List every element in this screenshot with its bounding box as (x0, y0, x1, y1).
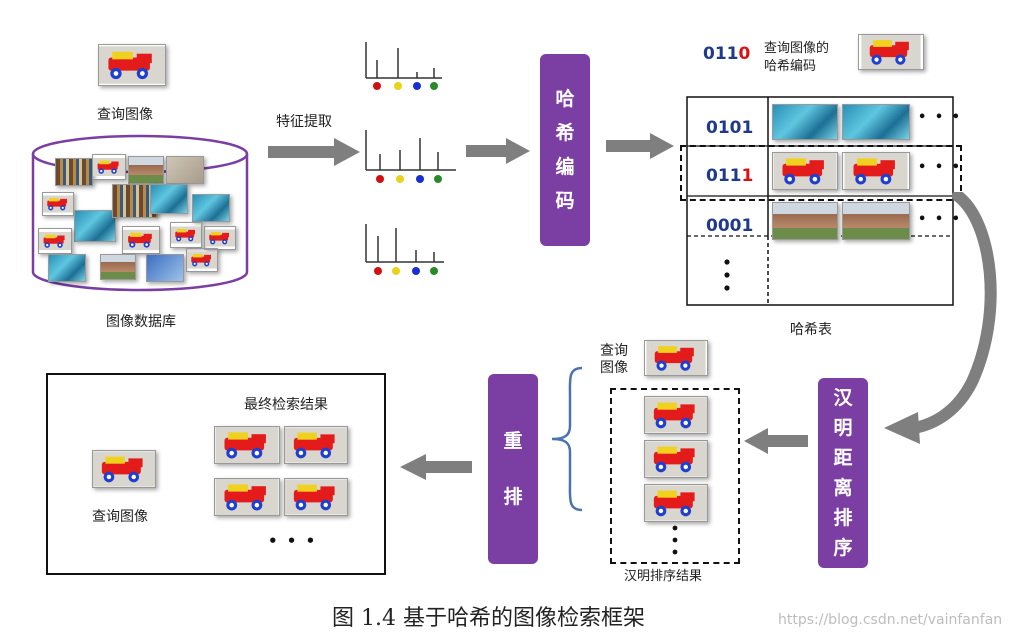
db-image (128, 156, 164, 184)
code-prefix: 0101 (706, 118, 754, 138)
rerank-char: 排 (503, 486, 523, 508)
query-hash-code-label-line2: 哈希编码 (764, 59, 817, 74)
hash-encoding-box: 哈 希 编 码 (540, 54, 590, 246)
hash-encoding-char: 码 (555, 190, 575, 212)
final-result-label: 最终检索结果 (244, 397, 328, 413)
feature-extraction-label: 特征提取 (276, 114, 332, 130)
more-dots: • • • (918, 160, 962, 175)
final-result-image (284, 426, 348, 464)
code-last-bit: 1 (741, 166, 754, 186)
hash-bucket-image (842, 202, 910, 240)
query-image-mid-label: 查询 图像 (600, 343, 628, 377)
hash-bucket-image (772, 202, 838, 240)
figure-caption: 图 1.4 基于哈希的图像检索框架 (332, 606, 645, 631)
hash-encoding-char: 哈 (555, 88, 575, 110)
query-image-thumbnail (92, 450, 156, 488)
hamming-result-label: 汉明排序结果 (624, 569, 703, 584)
hamming-char: 汉 (833, 387, 853, 409)
query-image-result-label: 查询图像 (92, 509, 148, 525)
hamming-char: 序 (833, 537, 853, 559)
more-dots: • • • (268, 532, 318, 550)
db-image (92, 154, 126, 180)
arrow-right-icon (268, 138, 360, 166)
db-image (146, 254, 184, 282)
arrow-right-icon (606, 133, 674, 159)
hamming-char: 排 (833, 507, 853, 529)
arrow-left-icon (744, 428, 808, 454)
query-code-prefix: 011 (703, 44, 739, 64)
rerank-box: 重 排 (488, 374, 538, 564)
watermark: https://blog.csdn.net/vainfanfan (778, 612, 1003, 628)
query-code-last-bit: 0 (738, 44, 751, 64)
query-image-mid-line1: 查询 (600, 343, 628, 359)
query-hash-code-label-line1: 查询图像的 (764, 41, 830, 56)
db-image (150, 184, 188, 214)
query-image-thumbnail (98, 44, 166, 86)
feature-histogram-1 (365, 42, 442, 90)
arrow-left-icon (400, 454, 472, 480)
hamming-char: 明 (833, 417, 853, 439)
db-image (192, 194, 230, 222)
brace-icon (551, 366, 583, 512)
hash-encoding-char: 希 (555, 122, 575, 144)
feature-histogram-2 (365, 130, 456, 183)
vertical-dots (672, 525, 678, 555)
db-image (204, 226, 236, 250)
hash-row-code: 0101 (706, 118, 753, 138)
db-image (38, 228, 72, 254)
db-image (74, 210, 116, 242)
final-result-image (214, 478, 280, 516)
final-result-image (214, 426, 280, 464)
hamming-char: 距 (833, 447, 853, 469)
hamming-result-frame (610, 388, 740, 564)
matched-bucket-highlight (680, 145, 962, 201)
hamming-result-image (644, 396, 708, 434)
code-prefix: 0001 (706, 216, 754, 236)
curved-arrow-icon (884, 192, 997, 444)
db-image (55, 158, 93, 186)
db-image (122, 226, 160, 254)
hash-bucket-image (772, 104, 838, 140)
feature-histogram-3 (365, 224, 444, 275)
hash-table-label: 哈希表 (790, 322, 832, 338)
query-image-thumbnail (858, 34, 924, 70)
hash-bucket-image (842, 152, 910, 190)
arrow-right-icon (466, 138, 530, 164)
hamming-sort-box: 汉 明 距 离 排 序 (818, 378, 868, 568)
hash-bucket-image (772, 152, 838, 190)
db-image (100, 254, 136, 280)
db-image (48, 254, 86, 282)
rerank-char: 重 (503, 430, 523, 452)
code-prefix: 011 (706, 166, 742, 186)
hash-row-code: 0111 (706, 166, 753, 186)
query-image-mid-line2: 图像 (600, 360, 628, 376)
query-hash-code: 0110 (703, 44, 750, 64)
final-result-image (284, 478, 348, 516)
hash-bucket-image (842, 104, 910, 140)
hamming-result-image (644, 484, 708, 522)
hamming-char: 离 (833, 477, 853, 499)
more-dots: • • • (918, 110, 962, 125)
db-image (42, 192, 74, 216)
hamming-result-image (644, 440, 708, 478)
query-image-thumbnail (644, 340, 708, 376)
image-database-label: 图像数据库 (106, 314, 176, 330)
hash-row-code: 0001 (706, 216, 753, 236)
vertical-dots (724, 259, 730, 291)
db-image (170, 222, 202, 248)
more-dots: • • • (918, 212, 962, 227)
query-hash-code-label: 查询图像的 哈希编码 (764, 40, 829, 76)
query-image-label: 查询图像 (97, 107, 153, 123)
hash-encoding-char: 编 (555, 156, 575, 178)
db-image (166, 156, 204, 184)
db-image (186, 248, 218, 272)
